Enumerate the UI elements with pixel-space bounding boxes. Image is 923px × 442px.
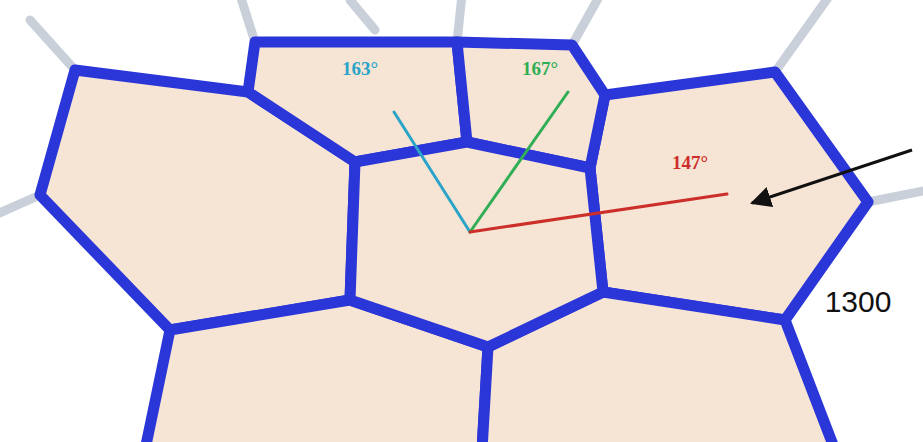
pointer-arrow (752, 150, 912, 203)
carbon-rings (40, 42, 868, 442)
angle-label: 147° (672, 153, 708, 172)
angle-label: 167° (522, 59, 558, 78)
angle-vectors (394, 92, 727, 232)
value-label: 1300 (825, 287, 892, 317)
cyan-vector (394, 112, 470, 232)
central-ring (350, 142, 603, 347)
green-vector (470, 92, 568, 232)
red-vector (470, 194, 727, 232)
right-ring (590, 72, 868, 320)
angle-label: 163° (342, 59, 378, 78)
